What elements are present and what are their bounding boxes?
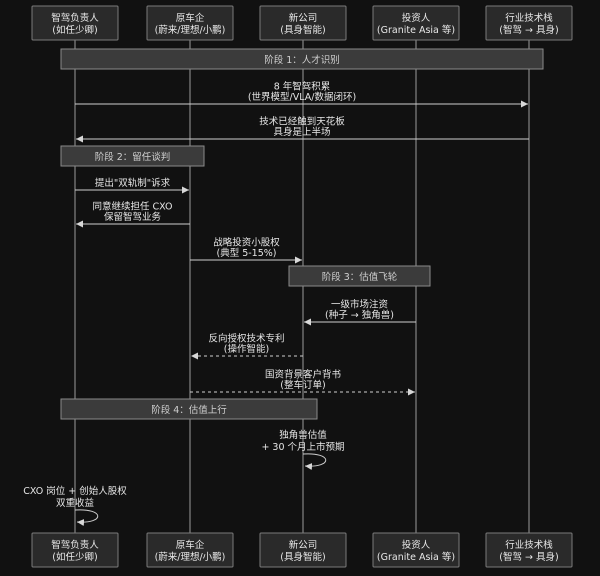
actor-box-investor-top: 投资人(Granite Asia 等) — [372, 5, 460, 41]
phase-bar-3: 阶段 3：估值飞轮 — [288, 265, 431, 287]
actor-subtitle: (如任少卿) — [52, 24, 97, 36]
message-label: (世界模型/VLA/数据闭环) — [248, 91, 356, 103]
actor-subtitle: (Granite Asia 等) — [377, 551, 455, 563]
message-label: 保留智驾业务 — [104, 211, 162, 223]
message-label: 具身是上半场 — [273, 126, 330, 138]
actor-name: 智驾负责人 — [51, 539, 99, 551]
message-9: 独角兽估值+ 30 个月上市预期 — [261, 429, 345, 470]
actor-name: 原车企 — [176, 12, 205, 24]
message-6: 一级市场注资(种子 → 独角兽) — [304, 299, 416, 326]
actor-box-newco-bottom: 新公司(具身智能) — [259, 532, 347, 568]
actor-name: 新公司 — [289, 539, 318, 551]
message-label: 8 年智驾积累 — [274, 81, 331, 93]
phase-bar-1: 阶段 1：人才识别 — [60, 48, 544, 70]
phase-bar-2: 阶段 2：留任谈判 — [60, 145, 205, 167]
message-label: (整车订单) — [280, 379, 325, 391]
actor-name: 原车企 — [176, 539, 205, 551]
message-label: (典型 5-15%) — [216, 247, 276, 259]
message-5: 战略投资小股权(典型 5-15%) — [190, 237, 302, 264]
actor-box-newco-top: 新公司(具身智能) — [259, 5, 347, 41]
self-loop-arrow — [74, 509, 99, 526]
actor-box-tech_stack-bottom: 行业技术栈(智驾 → 具身) — [485, 532, 573, 568]
message-label: 国资背景客户背书 — [265, 369, 342, 381]
phase-label: 阶段 3：估值飞轮 — [322, 271, 398, 283]
self-loop-arrow — [302, 453, 327, 470]
message-7: 反向授权技术专利(操作智能) — [191, 333, 303, 360]
phase-label: 阶段 1：人才识别 — [264, 54, 340, 66]
message-label: 独角兽估值 — [279, 429, 327, 441]
actor-subtitle: (如任少卿) — [52, 551, 97, 563]
phase-label: 阶段 4：估值上行 — [151, 404, 227, 416]
actor-box-driving_lead-bottom: 智驾负责人(如任少卿) — [31, 532, 119, 568]
actor-name: 投资人 — [402, 12, 431, 24]
actor-name: 行业技术栈 — [505, 539, 553, 551]
actor-name: 新公司 — [289, 12, 318, 24]
actor-subtitle: (蔚来/理想/小鹏) — [155, 551, 226, 563]
actor-subtitle: (具身智能) — [280, 551, 325, 563]
message-label: 提出"双轨制"诉求 — [95, 177, 171, 189]
message-label: (种子 → 独角兽) — [325, 309, 394, 321]
phase-label: 阶段 2：留任谈判 — [95, 151, 171, 163]
message-label: 一级市场注资 — [331, 299, 389, 311]
actor-box-tech_stack-top: 行业技术栈(智驾 → 具身) — [485, 5, 573, 41]
actor-box-oem-bottom: 原车企(蔚来/理想/小鹏) — [146, 532, 234, 568]
actor-box-investor-bottom: 投资人(Granite Asia 等) — [372, 532, 460, 568]
actor-subtitle: (Granite Asia 等) — [377, 24, 455, 36]
actor-subtitle: (具身智能) — [280, 24, 325, 36]
actor-box-oem-top: 原车企(蔚来/理想/小鹏) — [146, 5, 234, 41]
message-label: CXO 岗位 + 创始人股权 — [23, 485, 127, 497]
message-8: 国资背景客户背书(整车订单) — [190, 369, 415, 396]
actor-name: 行业技术栈 — [505, 12, 553, 24]
actor-box-driving_lead-top: 智驾负责人(如任少卿) — [31, 5, 119, 41]
actor-subtitle: (智驾 → 具身) — [499, 551, 558, 563]
actor-name: 投资人 — [402, 539, 431, 551]
message-label: (操作智能) — [224, 343, 269, 355]
message-label: + 30 个月上市预期 — [261, 441, 344, 453]
actor-subtitle: (智驾 → 具身) — [499, 24, 558, 36]
message-1: 8 年智驾积累(世界模型/VLA/数据闭环) — [75, 81, 528, 108]
actor-subtitle: (蔚来/理想/小鹏) — [155, 24, 226, 36]
phase-bar-4: 阶段 4：估值上行 — [60, 398, 318, 420]
message-label: 同意继续担任 CXO — [92, 201, 172, 213]
message-label: 反向授权技术专利 — [208, 333, 284, 345]
message-label: 战略投资小股权 — [213, 237, 280, 249]
message-label: 双重收益 — [56, 497, 95, 509]
actor-name: 智驾负责人 — [51, 12, 99, 24]
message-3: 提出"双轨制"诉求 — [75, 177, 189, 194]
message-label: 技术已经触到天花板 — [259, 116, 345, 128]
